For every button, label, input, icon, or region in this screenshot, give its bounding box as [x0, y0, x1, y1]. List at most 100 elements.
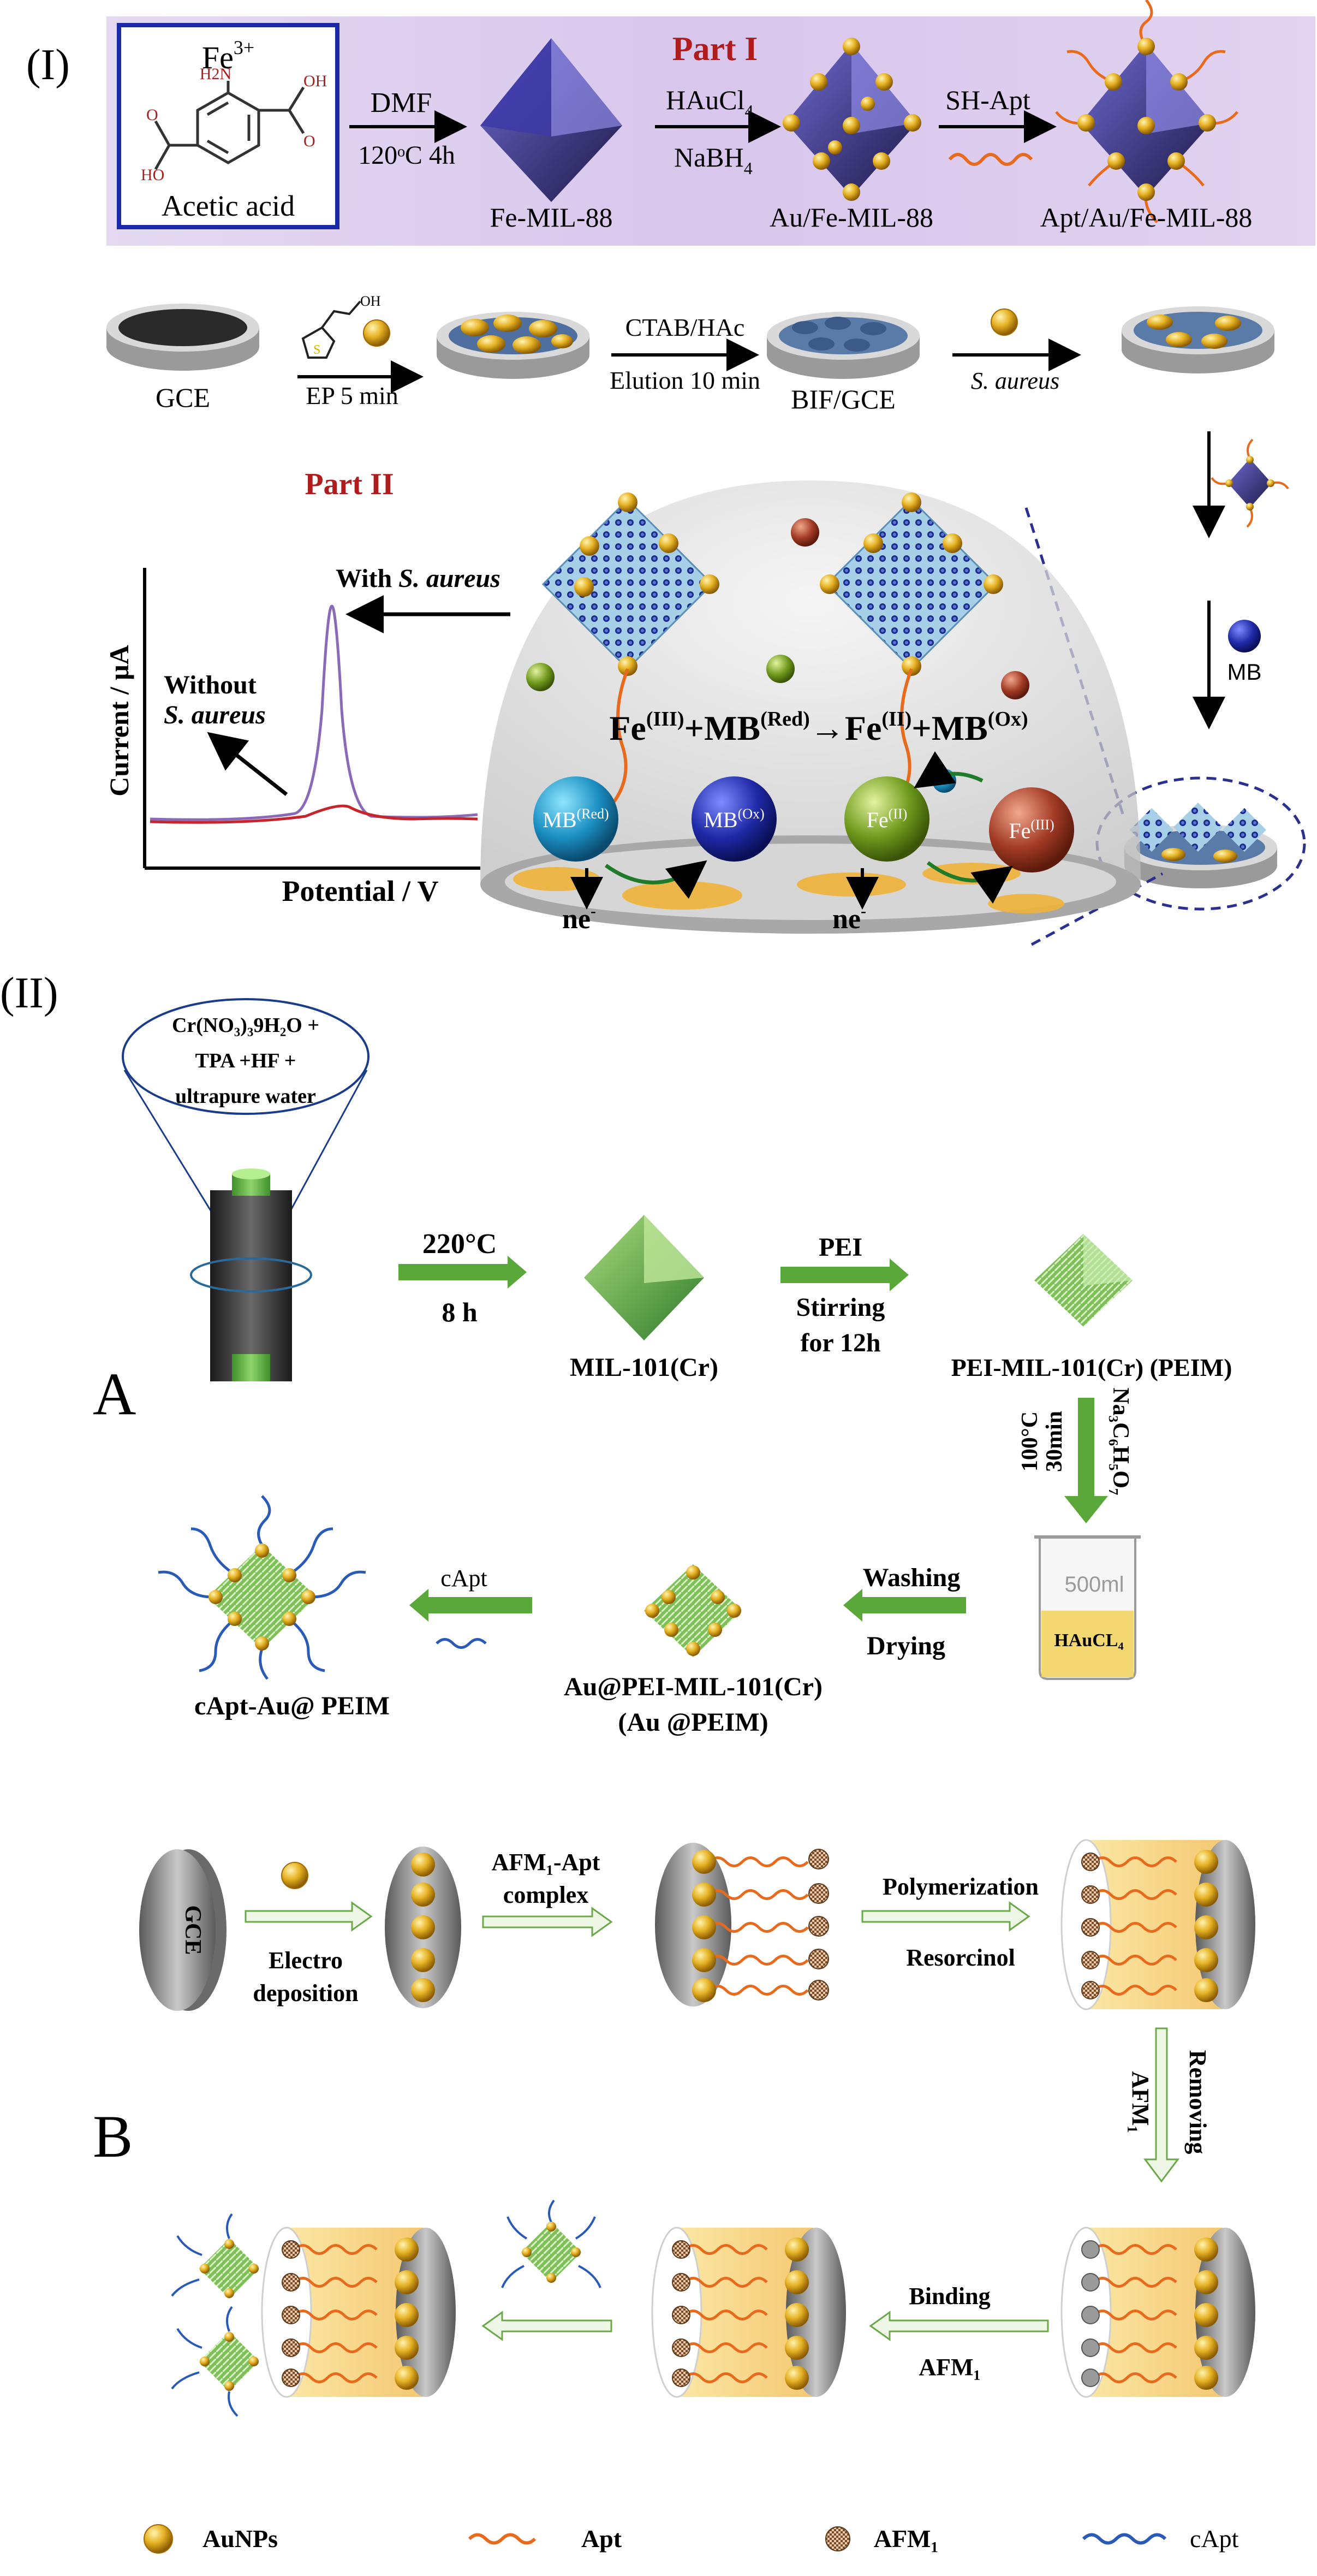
without-label: Without: [164, 670, 257, 699]
capt-arrow-label: cApt: [440, 1565, 487, 1592]
final-electrode: [1124, 803, 1277, 888]
capt-probe-small: [501, 2199, 601, 2288]
thiophene-monomer-icon: S OH: [301, 293, 390, 359]
svg-text:OH: OH: [360, 293, 381, 309]
green-arrow-1: [398, 1256, 527, 1289]
aptamer-strand-icon: [948, 153, 1033, 166]
cond-time: 30min: [1042, 1411, 1067, 1472]
bubble-line-1: Cr(NO₃)₃9H₂O +: [172, 1014, 319, 1037]
dpv-chart: [143, 568, 510, 870]
elution-label: Elution 10 min: [610, 366, 760, 394]
legend-capt: cApt: [1190, 2525, 1239, 2553]
saureus-label: S. aureus: [971, 367, 1059, 394]
legend-afm1: AFM₁: [874, 2525, 939, 2553]
panel1-label: (I): [26, 41, 70, 89]
gce-label: GCE: [156, 382, 210, 413]
au-peim-crystal: [644, 1564, 742, 1657]
probe-octahedron-icon: [1211, 438, 1289, 528]
mil-101-crystal: [584, 1215, 704, 1340]
bound-electrode: [651, 2227, 846, 2398]
oh-label-2: OH: [303, 72, 327, 90]
imprinted-electrode: [1060, 1839, 1255, 2010]
peim-label: PEI-MIL-101(Cr) (PEIM): [951, 1354, 1232, 1381]
fe-mil-88-octahedron: [480, 38, 622, 202]
beaker: [1034, 1535, 1141, 1680]
resorcinol-label: Resorcinol: [906, 1944, 1015, 1971]
for12-label: for 12h: [800, 1328, 880, 1357]
shapt-label: SH-Apt: [945, 85, 1030, 115]
o-label-2: O: [303, 132, 315, 150]
hollow-arrow-1: [245, 1901, 373, 1932]
svg-text:Fe3+: Fe3+: [202, 37, 254, 75]
hollow-arrow-4: [869, 2311, 1049, 2341]
mil-label: MIL-101(Cr): [570, 1353, 718, 1382]
ctab-label: CTAB/HAc: [625, 313, 745, 341]
afm-apt-label-2: complex: [503, 1881, 588, 1908]
au-electrode: [385, 1847, 461, 2008]
final-sensor-electrode: [171, 2213, 456, 2417]
fe-iii-ball-label: Fe(III): [1009, 817, 1054, 843]
hollow-arrow-down: [1143, 2027, 1179, 2183]
ep-label: EP 5 min: [306, 382, 398, 409]
green-arrow-4: [409, 1589, 532, 1622]
mb-label: MB: [1227, 659, 1262, 685]
part2-title: Part II: [305, 467, 394, 501]
mechanism-dome: [480, 480, 1141, 934]
ylabel: Current / μA: [104, 645, 134, 796]
linker-box: Fe3+ H2N O HO OH O Acetic acid: [117, 23, 339, 229]
mb-molecule-icon: [1228, 620, 1261, 652]
capt-au-label: cApt-Au@ PEIM: [194, 1691, 390, 1720]
removing-label: Removing: [1184, 2050, 1211, 2154]
bubble-line-3: ultrapure water: [175, 1085, 316, 1108]
bif-gce-electrode: [767, 312, 920, 379]
bubble-line-2: TPA +HF +: [195, 1049, 296, 1072]
legend-apt: Apt: [581, 2525, 622, 2553]
bif-label: BIF/GCE: [791, 384, 896, 414]
part1-title: Part I: [672, 31, 758, 68]
drying-label: Drying: [867, 1631, 945, 1660]
with-label: With S. aureus: [336, 564, 500, 593]
curve-without-saureus: [150, 804, 478, 824]
mb-red-ball-label: MB(Red): [543, 806, 609, 832]
citrate-label: Na₃C₆H₅O₇: [1108, 1387, 1133, 1495]
afm-apt-label-1: AFM₁-Apt: [492, 1849, 600, 1875]
dmf-conditions: 120ᵒC 4h: [358, 141, 455, 170]
green-arrow-down: [1064, 1398, 1108, 1523]
hollow-arrow-3: [861, 1901, 1030, 1932]
gce-electrode: [106, 304, 259, 371]
capt-strand-icon: [436, 1638, 487, 1649]
ho-label-1: HO: [141, 166, 164, 184]
binding-label: Binding: [909, 2283, 990, 2310]
apt-au-fe-mil-88-octahedron: [1055, 0, 1238, 223]
deposition-label: deposition: [253, 1980, 358, 2007]
temp-label: 220°C: [422, 1228, 497, 1260]
dmf-label: DMF: [371, 87, 432, 118]
svg-text:S: S: [313, 343, 320, 357]
fe3-text: Fe: [202, 40, 234, 75]
electrode-captured-bacteria: [1122, 306, 1274, 373]
fe3-sup: 3+: [234, 37, 254, 58]
au-fe-mil-88-octahedron: [783, 38, 921, 201]
fe-mil-88-label: Fe-MIL-88: [490, 202, 613, 233]
green-arrow-3: [843, 1589, 966, 1622]
washing-label: Washing: [863, 1563, 961, 1592]
section-b-letter: B: [93, 2103, 133, 2170]
acid-name: Acetic acid: [162, 189, 295, 222]
aunp-icon: [281, 1862, 308, 1889]
gce-disc-label: GCE: [180, 1905, 205, 1955]
o-label-1: O: [146, 106, 158, 124]
ne-label-2: ne-: [832, 902, 866, 935]
redox-equation: Fe(III)+MB(Red)→Fe(II)+MB(Ox): [609, 708, 1028, 747]
legend-aunp-icon: [144, 2524, 173, 2554]
time-label: 8 h: [442, 1297, 478, 1327]
aptamer-electrode: [655, 1843, 829, 2007]
stirring-label: Stirring: [796, 1293, 885, 1322]
au-fe-mil-88-label: Au/Fe-MIL-88: [770, 202, 933, 233]
without-italic: S. aureus: [164, 701, 266, 729]
hollow-arrow-2: [482, 1907, 613, 1937]
legend-capt-icon: [1082, 2533, 1167, 2545]
green-arrow-2: [780, 1259, 909, 1291]
template-removed-electrode: [1060, 2227, 1255, 2398]
electro-label: Electro: [269, 1947, 343, 1974]
mb-ox-ball-label: MB(Ox): [704, 806, 764, 832]
